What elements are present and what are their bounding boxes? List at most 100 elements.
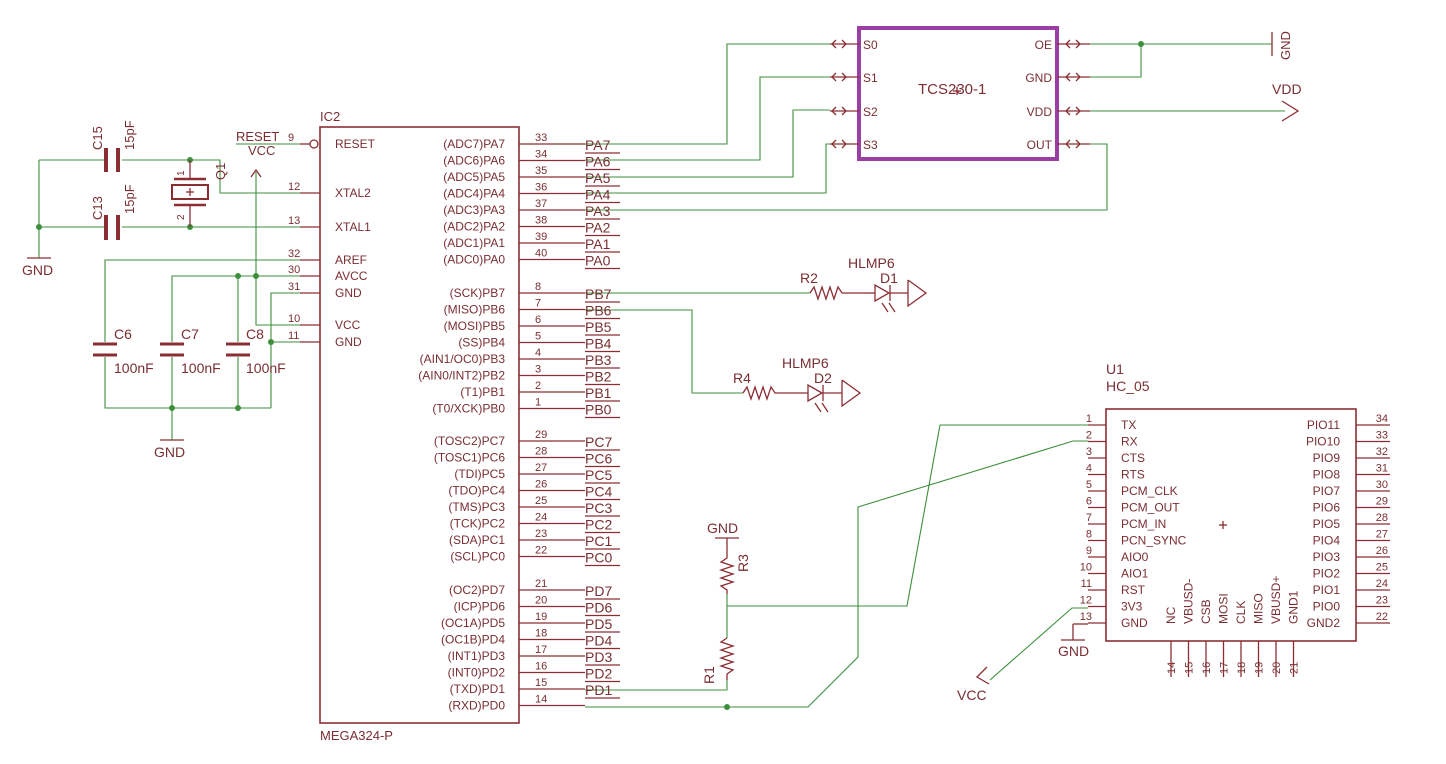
pin-label: PIO11 — [1307, 418, 1340, 432]
pin-number: 22 — [1376, 611, 1388, 623]
pin-number: 8 — [1086, 529, 1092, 541]
pin-label: CTS — [1121, 451, 1145, 465]
divider-section: GND R3 R1 — [701, 520, 751, 684]
reset-net-label: RESET — [236, 129, 279, 144]
pin-number: 28 — [535, 446, 547, 458]
vcc-arrow-icon — [975, 666, 990, 685]
c13-name: C13 — [90, 196, 105, 220]
wire-pb6-r4 — [585, 309, 743, 394]
net-label: PC7 — [585, 434, 612, 450]
pin-label: AREF — [335, 253, 367, 267]
pin-label: XTAL2 — [335, 186, 371, 200]
bidirectional-arrow-icon — [1065, 106, 1071, 116]
pin-number: 32 — [1376, 446, 1388, 458]
pin-number: 29 — [535, 429, 547, 441]
wire-tx-r3r1 — [727, 424, 1088, 607]
net-label: PB5 — [585, 319, 612, 335]
pin-number: 30 — [1376, 479, 1388, 491]
net-label: PB1 — [585, 385, 612, 401]
pin-label: RTS — [1121, 468, 1145, 482]
pin-number: 1 — [1086, 413, 1092, 425]
wire-gnd-oe — [1090, 44, 1142, 78]
pin-number: 18 — [1236, 662, 1248, 674]
q1-pin2: 2 — [176, 214, 187, 220]
pin-label: GND — [335, 335, 362, 349]
gnd-caps-label: GND — [154, 444, 185, 460]
pin-label: (TDO)PC4 — [448, 484, 505, 498]
pin-number: 37 — [535, 198, 547, 210]
pin-number: 20 — [535, 595, 547, 607]
pin-number: 21 — [1289, 662, 1301, 674]
pin-label: AVCC — [335, 269, 368, 283]
pin-label: (SCK)PB7 — [450, 286, 506, 300]
bidirectional-arrow-icon — [841, 106, 847, 116]
pin-label: VBUSD- — [1182, 579, 1196, 624]
pin-number: 34 — [535, 149, 547, 161]
c7-name: C7 — [181, 326, 199, 342]
pin-label: PCM_OUT — [1121, 501, 1180, 515]
pin-label: (T0/XCK)PB0 — [432, 402, 505, 416]
resistor-r2-icon — [809, 284, 862, 302]
pin-number: 18 — [535, 628, 547, 640]
ic2-body — [319, 126, 520, 724]
pin-label: (ADC0)PA0 — [443, 253, 505, 267]
wire-vcc — [255, 172, 300, 326]
pin-label: (ADC4)PA4 — [443, 187, 505, 201]
pin-label: (ADC1)PA1 — [443, 236, 505, 250]
junction-dot — [235, 405, 241, 411]
hc05-value: HC_05 — [1106, 378, 1150, 394]
bidirectional-arrow-icon — [1065, 139, 1071, 149]
junctions — [36, 41, 1144, 710]
pin-label: PIO1 — [1313, 583, 1341, 597]
pin-label: GND1 — [1287, 590, 1301, 624]
wire-3v3-vcc — [989, 607, 1088, 681]
pin-label: AIO0 — [1121, 550, 1149, 564]
pin-label: (SCL)PC0 — [450, 550, 505, 564]
pin-label: XTAL1 — [335, 220, 371, 234]
pin-label: MOSI — [1217, 593, 1231, 624]
wire-c7 — [171, 275, 238, 342]
pin-label: (SDA)PC1 — [449, 533, 505, 547]
decoupling-caps: C6 100nF C7 100nF C8 100nF GND — [93, 326, 286, 460]
pin-number: 21 — [535, 578, 547, 590]
pin-number: 15 — [535, 677, 547, 689]
pin-number: 34 — [1376, 413, 1388, 425]
net-label: PD5 — [585, 616, 612, 632]
vcc-arrow-icon — [250, 168, 262, 178]
c6-name: C6 — [114, 326, 132, 342]
bidirectional-arrow-icon — [831, 39, 837, 49]
bidirectional-arrow-icon — [841, 72, 847, 82]
wire-caps-bottom — [104, 357, 271, 409]
pin-label: (OC1A)PD5 — [441, 616, 505, 630]
net-label: PA4 — [585, 187, 611, 203]
pin-number: 24 — [535, 512, 547, 524]
net-label: PD7 — [585, 583, 612, 599]
pin-number: 1 — [535, 397, 541, 409]
pin-number: 10 — [1080, 562, 1092, 574]
net-label: PB4 — [585, 336, 612, 352]
pin-number: 30 — [288, 264, 300, 276]
pin-label: (INT0)PD2 — [448, 666, 506, 680]
wires — [38, 43, 1285, 708]
pin-number: 16 — [1201, 662, 1213, 674]
c7-value: 100nF — [181, 360, 221, 376]
net-label: PA5 — [585, 170, 611, 186]
pin-label: (MISO)PB6 — [444, 303, 506, 317]
net-label: PA3 — [585, 203, 611, 219]
pin-number: 4 — [1086, 463, 1092, 475]
bidirectional-arrow-icon — [831, 72, 837, 82]
pin-number: 31 — [288, 281, 300, 293]
vdd-arrow-icon — [1281, 100, 1300, 122]
pin-number: 16 — [535, 661, 547, 673]
wire-pa4-s3 — [585, 143, 830, 194]
pin-label: (ADC7)PA7 — [443, 137, 505, 151]
crystal-q1-icon — [171, 160, 209, 227]
pin-label: PIO6 — [1313, 501, 1341, 515]
pin-label: CSB — [1199, 599, 1213, 624]
pin-label: RST — [1121, 583, 1146, 597]
bidirectional-arrow-icon — [1075, 72, 1081, 82]
bidirectional-arrow-icon — [1065, 39, 1071, 49]
pin-number: 2 — [1086, 430, 1092, 442]
